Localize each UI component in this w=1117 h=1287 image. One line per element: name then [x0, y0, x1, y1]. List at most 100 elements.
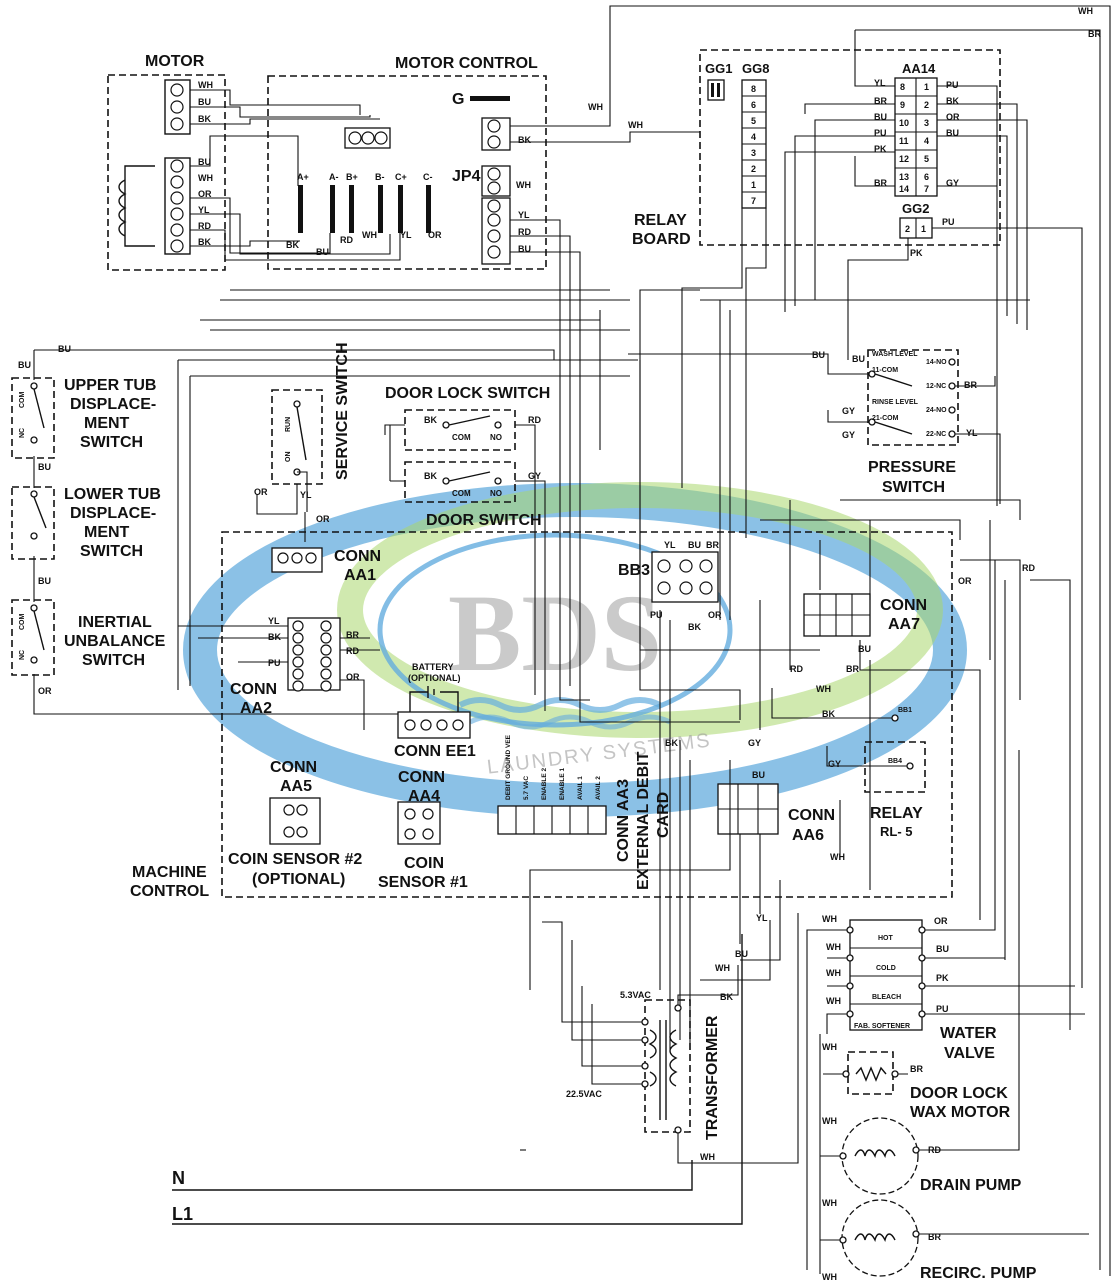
svg-text:22-NC: 22-NC [926, 431, 946, 438]
transformer-voltage-1: 5.3VAC [620, 990, 651, 1000]
term-c-minus: C- [423, 172, 433, 182]
svg-text:1: 1 [751, 180, 756, 190]
battery-label-1: BATTERY [412, 662, 454, 672]
conn-aa2-title-2: AA2 [240, 700, 272, 717]
pump-wires [819, 750, 1089, 1274]
tx-wh: WH [700, 1152, 715, 1162]
ps-bu: BU [812, 350, 825, 360]
chain-bu-3: BU [38, 576, 51, 586]
conn-aa6-connector [717, 783, 779, 835]
svg-text:2: 2 [751, 164, 756, 174]
chain-bu-1: BU [18, 360, 31, 370]
conn-aa6-title-2: AA6 [792, 827, 824, 844]
drain-pump-title: DRAIN PUMP [920, 1177, 1022, 1194]
battery-label-2: (OPTIONAL) [408, 673, 461, 683]
svg-text:14-NO: 14-NO [926, 359, 947, 366]
ps-bu2: BU [852, 354, 865, 364]
svg-text:NC: NC [19, 428, 26, 438]
machine-control-title-2: CONTROL [130, 883, 209, 900]
inertial-title-1: INERTIAL [78, 614, 152, 631]
bb3-title: BB3 [618, 562, 650, 579]
mc-yl-label: YL [400, 230, 412, 240]
service-switch-symbol: RUN ON [285, 400, 307, 476]
aa7-bu: BU [858, 644, 871, 654]
aa3-pin-3: ENABLE 2 [541, 767, 548, 800]
svg-text:6: 6 [924, 172, 929, 182]
aa14-pu-l: PU [874, 128, 887, 138]
svg-text:6: 6 [751, 100, 756, 110]
motor-w-yl-label: YL [198, 205, 210, 215]
aa14-bu-r: BU [946, 128, 959, 138]
mc-or-label: OR [428, 230, 442, 240]
gg1-connector [707, 79, 725, 101]
wax-motor-title-2: WAX MOTOR [910, 1104, 1011, 1121]
pressure-switch-contacts: 11-COM 14-NO 12-NC 21-COM 24-NO 22-NC [868, 358, 956, 438]
conn-aa1-connector [271, 547, 323, 573]
svc-or: OR [254, 487, 268, 497]
wax-motor-title-1: DOOR LOCK [910, 1085, 1008, 1102]
motor-control-g-bar [470, 96, 510, 101]
lower-tub-title-4: SWITCH [80, 543, 143, 560]
bb3-bk: BK [688, 622, 701, 632]
svg-text:ON: ON [285, 452, 292, 463]
motor-control-right-wires [510, 5, 1111, 1276]
svg-text:12-NC: 12-NC [926, 383, 946, 390]
water-valve-title-1: WATER [940, 1025, 997, 1042]
bb4-label: BB4 [888, 758, 902, 765]
relay-board-title-line1: RELAY [634, 212, 687, 229]
door-switch-wires [389, 425, 546, 711]
jp4-label: JP4 [452, 168, 481, 185]
svg-text:8: 8 [751, 84, 756, 94]
svg-text:COM: COM [19, 392, 26, 409]
aa7-rd2: RD [1022, 563, 1035, 573]
bb3-bu: BU [688, 540, 701, 550]
bb3-pu: PU [650, 610, 663, 620]
door-switch-symbol: COM NO [442, 471, 502, 498]
watermark-blue-swoosh [183, 483, 967, 817]
ps-yl: YL [966, 428, 978, 438]
wax-wh: WH [822, 1116, 837, 1126]
motor-title: MOTOR [145, 53, 205, 70]
recirc-br: BR [928, 1232, 941, 1242]
svg-text:2: 2 [924, 100, 929, 110]
conn-aa7-title-2: AA7 [888, 616, 920, 633]
coin-sensor-1-title-2: SENSOR #1 [378, 874, 468, 891]
svg-text:3: 3 [924, 118, 929, 128]
line-wires [172, 934, 743, 1225]
motor-control-terminals: A+ A- B+ B- C+ C- [297, 172, 433, 233]
conn-aa7-title-1: CONN [880, 597, 927, 614]
pressure-switch-title-2: SWITCH [882, 479, 945, 496]
transformer-voltage-2: 22.5VAC [566, 1089, 602, 1099]
wax-motor-box [847, 1051, 894, 1095]
motor-wh-label: WH [198, 80, 213, 90]
valve-cold-label: COLD [876, 965, 896, 972]
aa14-bu: BU [874, 112, 887, 122]
ps-gy: GY [842, 406, 855, 416]
motor-top-connector [164, 79, 191, 135]
chain-bu-top: BU [58, 344, 71, 354]
top-br-label: BR [1088, 29, 1101, 39]
conn-aa6-title-1: CONN [788, 807, 835, 824]
svc-or2: OR [316, 514, 330, 524]
motor-box [107, 74, 226, 271]
conn-ee1-title: CONN EE1 [394, 743, 476, 760]
upper-tub-title-1: UPPER TUB [64, 377, 156, 394]
aa14-br: BR [874, 96, 887, 106]
aa2-or: OR [346, 672, 360, 682]
relay-board-title-line2: BOARD [632, 231, 691, 248]
wash-level-label: WASH LEVEL [872, 351, 918, 358]
mc-out-wh2-label: WH [628, 120, 643, 130]
svg-text:10: 10 [899, 118, 909, 128]
aa14-br2: BR [874, 178, 887, 188]
transformer-wires [542, 880, 799, 1164]
svg-text:1: 1 [921, 224, 926, 234]
conn-aa2-wires [178, 625, 380, 730]
conn-aa4-title-2: AA4 [408, 788, 440, 805]
pressure-switch-wires [628, 353, 1001, 504]
left-switch-chain-wires [33, 349, 555, 715]
svg-text:3: 3 [751, 148, 756, 158]
svg-text:1: 1 [924, 82, 929, 92]
aa2-yl: YL [268, 616, 280, 626]
door-switch-box [404, 461, 516, 503]
